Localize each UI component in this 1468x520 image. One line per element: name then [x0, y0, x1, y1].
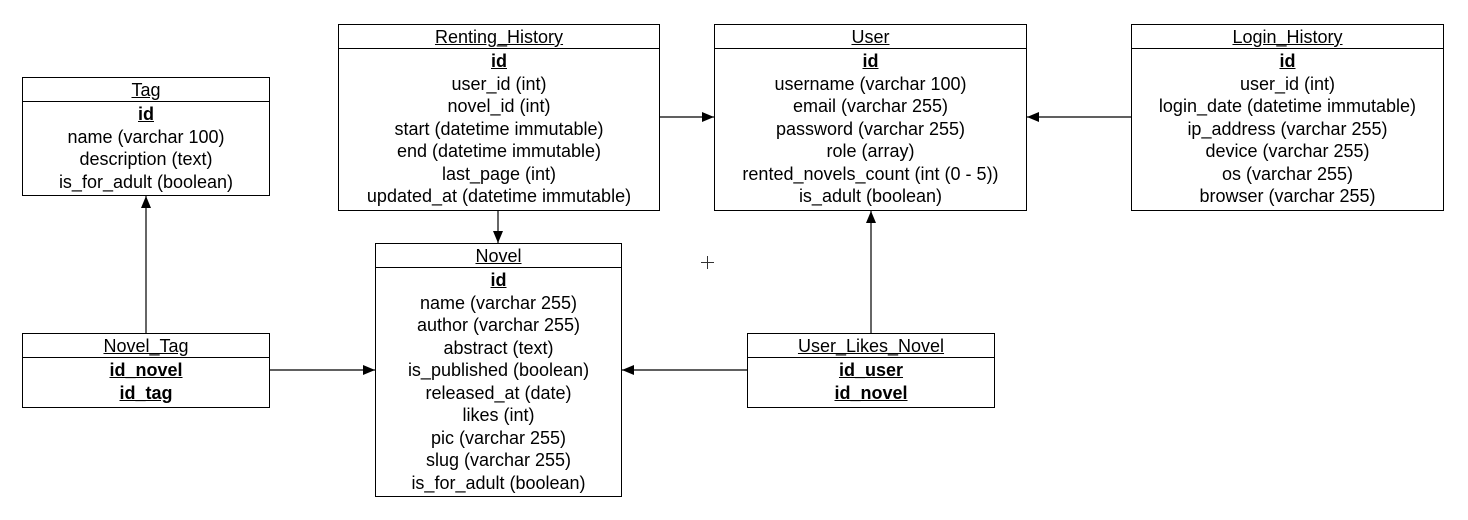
entity-field: last_page (int) [441, 163, 557, 184]
entity-field: ip_address (varchar 255) [1187, 118, 1388, 139]
entity-field: is_published (boolean) [407, 360, 590, 380]
entity-title: Login_History [1132, 25, 1443, 49]
primary-key-field: id_novel [109, 360, 183, 380]
entity-field: is_for_adult (boolean) [58, 171, 234, 192]
entity-field: description (text) [79, 149, 213, 169]
entity-title: User [715, 25, 1026, 49]
entity-fields: id user_id (int) novel_id (int) start (d… [339, 49, 659, 208]
entity-tag[interactable]: Tag id name (varchar 100) description (t… [22, 77, 270, 196]
primary-key-field: id [138, 104, 154, 124]
entity-novel[interactable]: Novel id name (varchar 255) author (varc… [375, 243, 622, 497]
entity-field: author (varchar 255) [416, 315, 581, 335]
entity-field: released_at (date) [425, 382, 572, 403]
entity-user[interactable]: User id username (varchar 100) email (va… [714, 24, 1027, 211]
entity-field: likes (int) [462, 405, 535, 425]
entity-field: slug (varchar 255) [425, 450, 572, 470]
entity-fields: id username (varchar 100) email (varchar… [715, 49, 1026, 208]
entity-field: name (varchar 255) [419, 292, 578, 313]
entity-field: device (varchar 255) [1205, 141, 1370, 161]
entity-field: end (datetime immutable) [396, 141, 602, 161]
entity-field: role (array) [826, 141, 915, 161]
entity-field: pic (varchar 255) [430, 427, 567, 448]
primary-key-field: id [1279, 51, 1296, 71]
entity-novel-tag[interactable]: Novel_Tag id_novel id_tag [22, 333, 270, 408]
entity-title: Novel [376, 244, 621, 268]
entity-fields: id name (varchar 255) author (varchar 25… [376, 268, 621, 494]
entity-field: is_adult (boolean) [798, 186, 943, 206]
entity-login-history[interactable]: Login_History id user_id (int) login_dat… [1131, 24, 1444, 211]
entity-title: User_Likes_Novel [748, 334, 994, 358]
entity-field: login_date (datetime immutable) [1158, 96, 1417, 116]
entity-title: Novel_Tag [23, 334, 269, 358]
entity-fields: id name (varchar 100) description (text)… [23, 102, 269, 193]
entity-fields: id_novel id_tag [23, 358, 269, 404]
entity-field: abstract (text) [443, 337, 554, 358]
entity-field: user_id (int) [451, 73, 547, 94]
entity-field: os (varchar 255) [1221, 163, 1354, 184]
entity-field: updated_at (datetime immutable) [366, 186, 632, 206]
entity-field: start (datetime immutable) [394, 118, 604, 139]
entity-title: Renting_History [339, 25, 659, 49]
entity-field: username (varchar 100) [774, 73, 967, 94]
primary-key-field: id [491, 51, 507, 71]
primary-key-field: id [490, 270, 507, 290]
entity-field: novel_id (int) [447, 96, 551, 116]
entity-title: Tag [23, 78, 269, 102]
primary-key-field: id_tag [119, 382, 173, 403]
entity-field: user_id (int) [1239, 73, 1336, 94]
entity-field: browser (varchar 255) [1199, 186, 1376, 206]
entity-fields: id user_id (int) login_date (datetime im… [1132, 49, 1443, 208]
entity-user-likes-novel[interactable]: User_Likes_Novel id_user id_novel [747, 333, 995, 408]
entity-fields: id_user id_novel [748, 358, 994, 404]
entity-field: rented_novels_count (int (0 - 5)) [742, 163, 999, 184]
entity-field: is_for_adult (boolean) [411, 472, 586, 493]
primary-key-field: id [862, 51, 879, 71]
entity-field: email (varchar 255) [792, 96, 949, 116]
primary-key-field: id_novel [834, 382, 908, 403]
crosshair-cursor-icon [701, 256, 714, 269]
entity-field: name (varchar 100) [67, 126, 225, 147]
entity-renting-history[interactable]: Renting_History id user_id (int) novel_i… [338, 24, 660, 211]
primary-key-field: id_user [838, 360, 904, 380]
entity-field: password (varchar 255) [775, 118, 966, 139]
